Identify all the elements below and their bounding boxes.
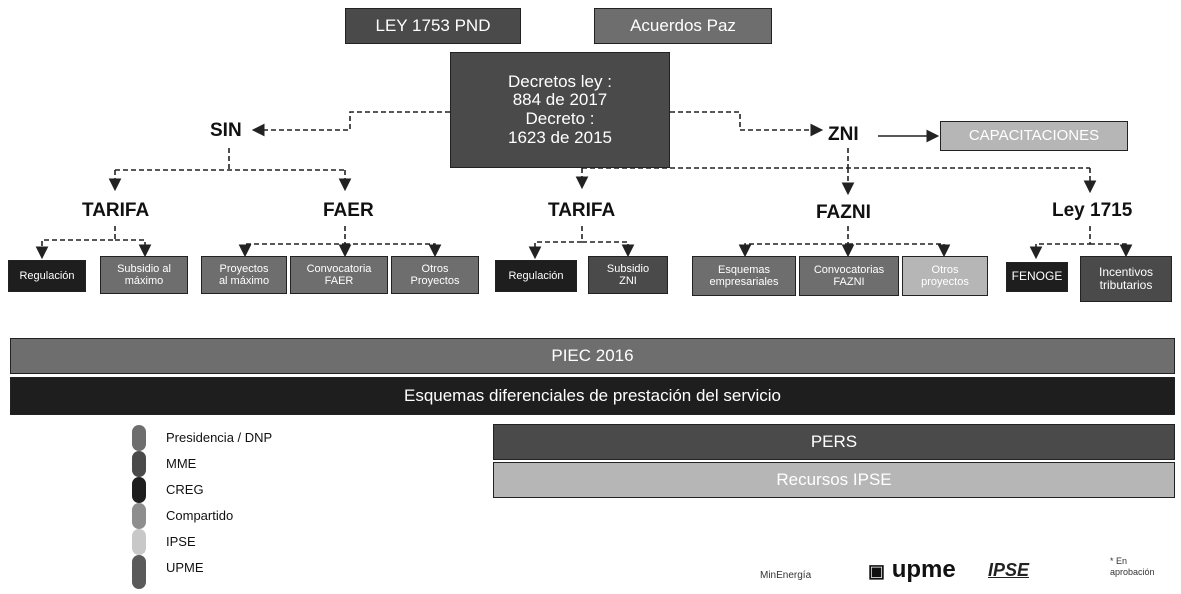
leaf-esquemas-l2: empresariales: [709, 276, 779, 288]
minenergia-logo: MinEnergía: [760, 570, 812, 581]
band-pers: PERS: [493, 424, 1175, 460]
leaf-subsidio-sin-l2: máximo: [124, 275, 164, 287]
leaf-incentivos-l2: tributarios: [1099, 278, 1153, 292]
legend-ipse: IPSE: [166, 534, 196, 549]
legend-swatch-creg: [132, 477, 146, 503]
ley-1753-box: LEY 1753 PND: [345, 8, 521, 44]
leaf-regulacion-zni: Regulación: [495, 260, 577, 292]
legend-swatch-ipse: [132, 529, 146, 555]
leaf-proyectos-l2: al máximo: [218, 275, 270, 287]
leaf-otros2-l2: proyectos: [921, 276, 969, 288]
leaf-otros-proyectos: Otros Proyectos: [391, 256, 479, 294]
legend-compartido: Compartido: [166, 508, 234, 523]
leaf-conv-faer-l2: FAER: [324, 275, 354, 287]
band-piec: PIEC 2016: [10, 338, 1175, 374]
node-tarifa-sin: TARIFA: [82, 200, 150, 221]
decretos-box: Decretos ley : 884 de 2017 Decreto : 162…: [450, 52, 670, 168]
leaf-conv-faer-l1: Convocatoria: [306, 262, 372, 275]
legend-swatch-mme: [132, 451, 146, 477]
decretos-line-4: 1623 de 2015: [508, 127, 612, 147]
node-sin: SIN: [210, 120, 242, 141]
leaf-proyectos: Proyectos al máximo: [201, 256, 287, 294]
leaf-regulacion-sin: Regulación: [8, 260, 86, 292]
node-faer: FAER: [323, 200, 374, 221]
band-recursos-ipse: Recursos IPSE: [493, 462, 1175, 498]
band-esquemas: Esquemas diferenciales de prestación del…: [10, 377, 1175, 415]
node-zni: ZNI: [828, 124, 859, 145]
legend-creg: CREG: [166, 482, 204, 497]
leaf-subsidio-zni-l1: Subsidio: [606, 262, 650, 275]
leaf-subsidio-sin-l1: Subsidio al: [117, 262, 171, 275]
leaf-otros-proyectos-zni: Otros proyectos: [902, 256, 988, 296]
node-ley-1715: Ley 1715: [1052, 200, 1133, 221]
leaf-conv-fazni-l2: FAZNI: [833, 276, 865, 288]
leaf-subsidio-zni-l2: ZNI: [619, 275, 637, 287]
decretos-line-1: Decretos ley :: [508, 71, 612, 91]
upme-logo: ▣ upme: [868, 556, 956, 584]
leaf-proyectos-l1: Proyectos: [219, 262, 269, 275]
legend-swatch-presidencia: [132, 425, 146, 451]
node-fazni: FAZNI: [816, 202, 871, 223]
approval-note-l2: aprobación: [1110, 566, 1155, 577]
legend-upme: UPME: [166, 560, 204, 575]
upme-icon: ▣: [868, 561, 886, 581]
node-tarifa-zni: TARIFA: [548, 200, 616, 221]
legend-presidencia: Presidencia / DNP: [166, 430, 273, 445]
leaf-convocatoria-faer: Convocatoria FAER: [290, 256, 388, 294]
leaf-otros-l1: Otros: [421, 262, 449, 275]
leaf-incentivos-l1: Incentivos: [1098, 264, 1154, 279]
leaf-subsidio-zni: Subsidio ZNI: [588, 256, 668, 294]
legend-swatch-compartido: [132, 503, 146, 529]
leaf-esquemas-l1: Esquemas: [718, 263, 770, 276]
capacitaciones-box: CAPACITACIONES: [940, 121, 1128, 151]
approval-note-l1: * En: [1110, 556, 1128, 566]
leaf-esquemas: Esquemas empresariales: [692, 256, 796, 296]
leaf-otros-l2: Proyectos: [410, 275, 460, 287]
leaf-incentivos: Incentivos tributarios: [1080, 256, 1172, 302]
legend-mme: MME: [166, 456, 197, 471]
legend-swatch-upme: [132, 555, 146, 589]
upme-logo-text: upme: [891, 556, 956, 583]
leaf-fenoge: FENOGE: [1006, 262, 1068, 292]
decretos-line-3: Decreto :: [525, 109, 595, 128]
leaf-conv-fazni-l1: Convocatorias: [813, 263, 885, 276]
acuerdos-paz-box: Acuerdos Paz: [594, 8, 772, 44]
approval-note: * En aprobación: [1110, 556, 1155, 578]
leaf-subsidio-sin: Subsidio al máximo: [100, 256, 188, 294]
leaf-otros2-l1: Otros: [931, 263, 959, 276]
leaf-convocatorias-fazni: Convocatorias FAZNI: [799, 256, 899, 296]
decretos-line-2: 884 de 2017: [512, 90, 608, 110]
ipse-logo: IPSE: [988, 560, 1030, 580]
